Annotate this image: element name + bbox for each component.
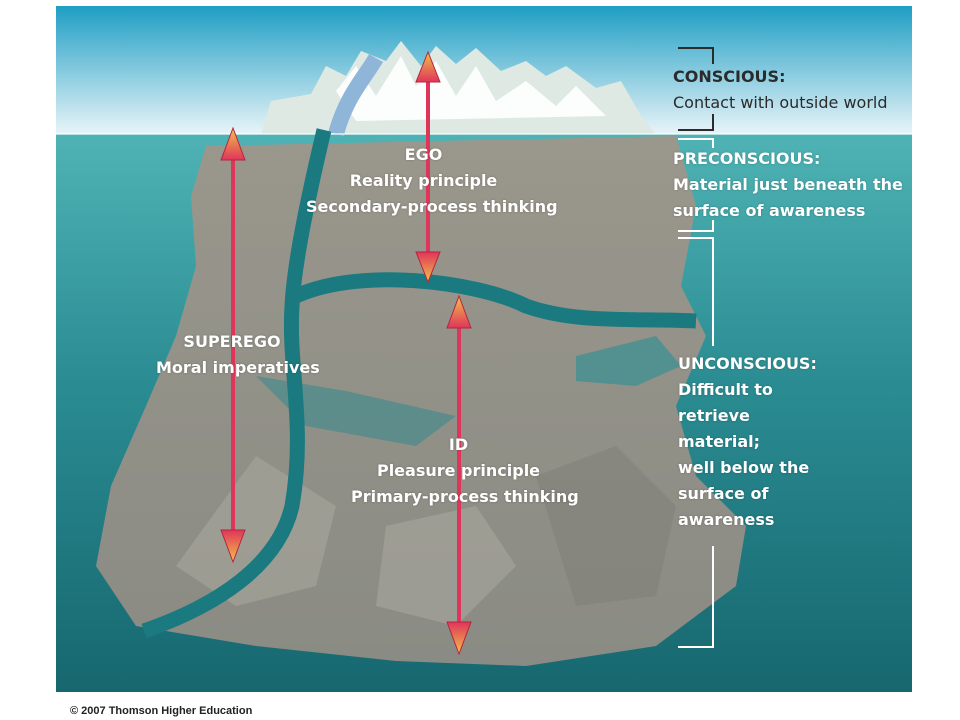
- iceberg-facet: [376, 506, 516, 626]
- conscious-desc: Contact with outside world: [673, 93, 888, 112]
- conscious-title: CONSCIOUS:: [673, 67, 786, 86]
- preconscious-line: Material just beneath the: [673, 175, 903, 194]
- unconscious-title: UNCONSCIOUS:: [678, 354, 817, 373]
- ego-title: EGO: [404, 145, 443, 164]
- preconscious-title: PRECONSCIOUS:: [673, 149, 821, 168]
- superego-line: Moral imperatives: [156, 358, 320, 377]
- unconscious-line: Difficult to: [678, 380, 773, 399]
- superego-arrow: [220, 126, 246, 564]
- id-label: ID Pleasure principle Primary-process th…: [351, 432, 579, 510]
- unconscious-line: retrieve: [678, 406, 750, 425]
- superego-label: SUPEREGO Moral imperatives: [156, 329, 320, 381]
- conscious-label: CONSCIOUS: Contact with outside world: [673, 64, 888, 116]
- id-title: ID: [448, 435, 469, 454]
- conscious-bracket: [678, 47, 714, 131]
- iceberg-facet: [576, 336, 681, 386]
- unconscious-bracket: [678, 237, 714, 648]
- ego-arrow: [415, 50, 441, 284]
- unconscious-line: well below the: [678, 458, 810, 477]
- iceberg-facet: [256, 376, 456, 446]
- ego-line: Secondary-process thinking: [306, 197, 558, 216]
- stream: [328, 53, 383, 137]
- unconscious-line: awareness: [678, 510, 775, 529]
- ego-label: EGO Reality principle Secondary-process …: [306, 142, 558, 220]
- preconscious-label: PRECONSCIOUS: Material just beneath the …: [673, 146, 903, 224]
- unconscious-line: material;: [678, 432, 761, 451]
- id-line: Pleasure principle: [376, 461, 541, 480]
- iceberg-facet: [536, 446, 676, 606]
- id-arrow: [446, 294, 472, 656]
- preconscious-line: surface of awareness: [673, 201, 866, 220]
- iceberg-highlight: [336, 56, 606, 121]
- unconscious-label: UNCONSCIOUS: Difficult to retrieve mater…: [678, 351, 817, 533]
- id-line: Primary-process thinking: [351, 487, 579, 506]
- channel-middle: [288, 272, 697, 329]
- unconscious-line: surface of: [678, 484, 769, 503]
- superego-title: SUPEREGO: [183, 332, 281, 351]
- channel-left: [141, 128, 332, 639]
- iceberg-illustration: [56, 6, 912, 692]
- iceberg-diagram: CONSCIOUS: Contact with outside world PR…: [56, 6, 912, 692]
- copyright-notice: © 2007 Thomson Higher Education: [70, 705, 253, 717]
- ego-line: Reality principle: [349, 171, 498, 190]
- preconscious-bracket: [678, 138, 714, 232]
